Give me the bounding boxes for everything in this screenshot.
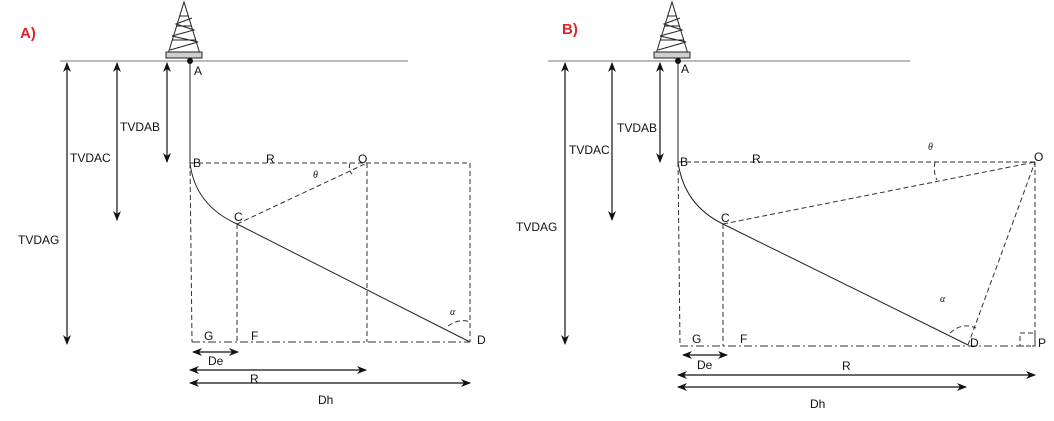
tvd-ac-label: TVDAC [70,151,111,165]
tangent-section [722,223,969,346]
line-d-o [967,161,1036,346]
dh-label: Dh [318,393,333,407]
r-bottom-label: R [842,359,851,373]
panel-a-label: A) [20,25,36,42]
point-a-label: A [194,64,202,78]
build-curve [677,161,724,225]
de-label: De [208,354,224,368]
panel-b: B) A B O C D P [516,0,1046,411]
line-b-g [677,161,681,347]
r-bottom-label: R [250,372,259,386]
tangent-section [236,223,471,343]
derrick-icon [165,0,203,59]
right-angle-p [1019,332,1036,347]
point-d-label: D [477,333,486,347]
point-o-label: O [1034,150,1043,164]
omega-label: α [940,294,946,305]
point-g-label: G [692,332,701,346]
tvd-ab-label: TVDAB [617,121,657,135]
theta-arc [933,161,938,181]
tvd-ab-label: TVDAB [120,120,160,134]
panel-b-label: B) [562,21,578,38]
point-b-label: B [193,156,201,170]
point-d-label: D [970,336,979,350]
point-b-label: B [680,155,688,169]
point-c-label: C [721,211,730,225]
point-f-label: F [251,329,258,343]
tvd-ac-label: TVDAC [569,143,610,157]
point-p-label: P [1038,336,1046,350]
line-c-o [236,162,368,225]
omega-arc [447,320,471,327]
point-c-label: C [234,210,243,224]
r-top-label: R [752,152,761,166]
tvd-ag-label: TVDAG [18,233,59,247]
omega-arc [949,325,977,334]
derrick-icon [653,0,691,59]
line-b-g [189,162,193,343]
point-o-label: O [358,152,367,166]
panel-a: A) A B O C D G F [18,0,486,407]
de-label: De [697,358,713,372]
omega-label: α [450,307,456,318]
line-c-o [722,161,1036,225]
tvd-ag-label: TVDAG [516,220,557,234]
point-a-label: A [681,62,689,76]
dh-label: Dh [810,397,825,411]
build-curve [189,162,238,225]
theta-arc [348,162,353,175]
theta-label: θ [928,142,933,153]
r-top-label: R [266,152,275,166]
point-g-label: G [204,329,213,343]
theta-label: θ [313,170,318,181]
point-f-label: F [740,332,747,346]
